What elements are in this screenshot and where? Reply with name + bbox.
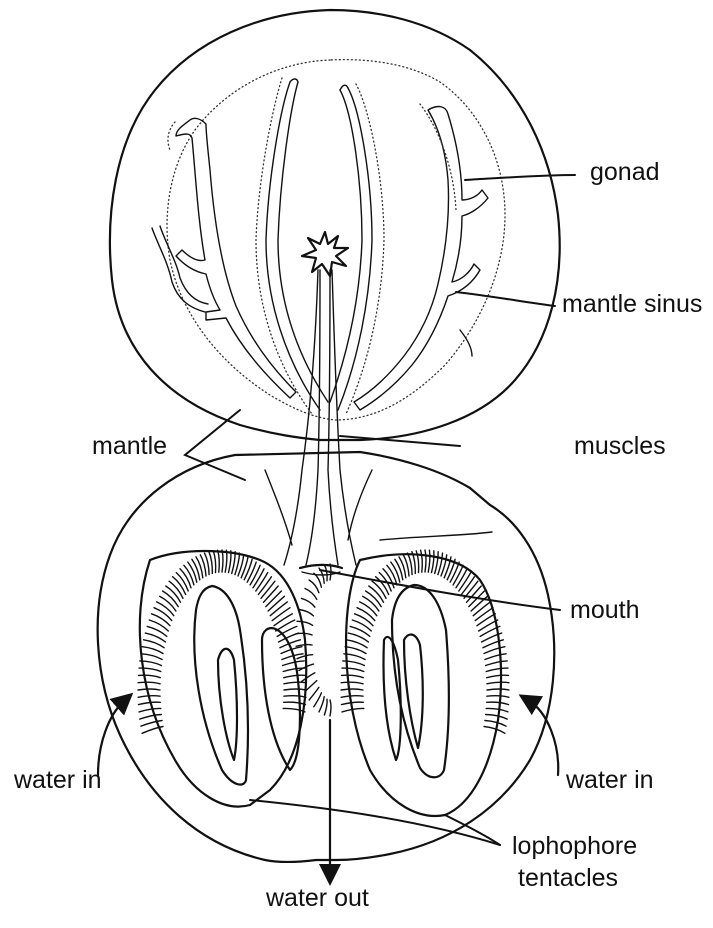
label-lophophore: lophophore — [512, 834, 637, 859]
tentacle-stroke — [432, 551, 434, 573]
tentacle-stroke — [342, 675, 364, 677]
tentacle-stroke — [264, 586, 279, 602]
tentacle-stroke — [244, 559, 252, 580]
tentacle-stroke — [270, 602, 287, 616]
tentacle-stroke — [486, 715, 508, 720]
tentacle-stroke — [142, 647, 163, 654]
label-gonad: gonad — [590, 160, 660, 185]
tentacle-stroke — [421, 550, 423, 572]
tentacle-stroke — [309, 687, 319, 700]
tentacle-stroke — [487, 675, 509, 677]
tentacle-stroke — [486, 708, 508, 711]
tentacle-stroke — [319, 697, 324, 712]
tentacle-stroke — [284, 702, 306, 704]
tentacle-stroke — [473, 602, 490, 616]
dorsal-valve — [110, 10, 560, 440]
tentacle-stroke — [345, 647, 366, 654]
tentacle-stroke — [297, 621, 313, 625]
tentacle-stroke — [266, 591, 282, 607]
label-tentacles: tentacles — [518, 866, 618, 891]
tentacle-stroke — [341, 689, 363, 690]
tentacle-stroke — [276, 620, 295, 631]
tentacle-stroke — [213, 551, 215, 573]
tentacle-stroke — [341, 682, 363, 684]
tentacle-stroke — [428, 550, 430, 572]
label-water-in-right: water in — [566, 768, 654, 793]
lophophore-left — [140, 551, 306, 807]
tentacle-stroke — [284, 696, 306, 698]
tentacle-stroke — [314, 693, 322, 707]
tentacle-stroke — [485, 721, 506, 727]
tentacle-stroke — [141, 654, 162, 660]
tentacle-stroke — [479, 620, 498, 631]
tentacle-stroke — [425, 550, 426, 572]
tentacle-stroke — [229, 551, 231, 573]
tentacle-stroke — [296, 645, 312, 647]
tentacle-stroke — [144, 640, 165, 648]
tentacle-stroke — [272, 608, 290, 621]
water-flow-arrows — [98, 700, 558, 875]
tentacle-stroke — [139, 675, 161, 677]
tentacle-stroke — [222, 550, 223, 572]
tentacle-stroke — [484, 647, 505, 654]
tentacle-stroke — [330, 700, 331, 716]
tentacle-stroke — [283, 661, 305, 666]
tentacle-stroke — [435, 552, 438, 574]
tentacle-stroke — [450, 562, 459, 582]
tentacle-stroke — [485, 654, 506, 660]
tentacle-stroke — [486, 668, 508, 671]
tentacle-stroke — [324, 565, 327, 581]
tentacle-stroke — [261, 581, 275, 598]
tentacle-stroke — [218, 550, 220, 572]
tentacle-stroke — [247, 562, 256, 582]
tentacle-stroke — [447, 559, 455, 580]
mantle-leader — [185, 410, 245, 480]
label-muscles: muscles — [574, 434, 666, 459]
tentacle-stroke — [200, 555, 206, 576]
tentacle-stroke — [305, 589, 317, 600]
tentacle-stroke — [232, 552, 235, 574]
tentacle-stroke — [284, 682, 306, 684]
tentacle-stroke — [342, 668, 364, 671]
tentacle-stroke — [487, 702, 509, 704]
tentacle-stroke — [309, 580, 319, 593]
water-in-right-arrow — [528, 700, 558, 775]
tentacle-stroke — [139, 708, 161, 711]
mouth-leader — [320, 570, 560, 610]
tentacle-stroke — [302, 598, 315, 607]
label-water-in-left: water in — [14, 768, 102, 793]
tentacle-stroke — [486, 661, 508, 666]
lophophore-leader-left — [250, 800, 500, 845]
tentacle-stroke — [139, 702, 161, 704]
tentacle-stroke — [403, 555, 409, 576]
tentacle-stroke — [138, 689, 160, 690]
tentacle-stroke — [297, 655, 313, 659]
tentacle-stroke — [284, 675, 306, 677]
tentacle-stroke — [268, 596, 284, 611]
label-mantle-sinus: mantle sinus — [562, 292, 702, 317]
ventral-valve — [98, 452, 555, 862]
tentacle-stroke — [487, 682, 509, 684]
tentacle-stroke — [487, 696, 509, 698]
tentacle-stroke — [484, 727, 505, 734]
label-mouth: mouth — [570, 598, 639, 623]
tentacle-stroke — [225, 550, 227, 572]
tentacle-stroke — [347, 640, 368, 648]
tentacle-stroke — [284, 689, 306, 690]
label-water-out: water out — [266, 886, 369, 911]
tentacle-stroke — [302, 673, 315, 682]
tentacle-stroke — [138, 682, 160, 684]
tentacle-stroke — [140, 715, 162, 720]
tentacle-stroke — [324, 699, 327, 715]
tentacle-stroke — [274, 614, 292, 626]
tentacle-stroke — [342, 702, 364, 704]
tentacle-stroke — [477, 614, 495, 626]
tentacle-stroke — [283, 708, 305, 711]
tentacle-stroke — [475, 608, 493, 621]
label-mantle: mantle — [92, 434, 167, 459]
tentacle-stroke — [341, 696, 363, 698]
tentacle-stroke — [467, 586, 482, 602]
tentacle-stroke — [487, 689, 509, 690]
